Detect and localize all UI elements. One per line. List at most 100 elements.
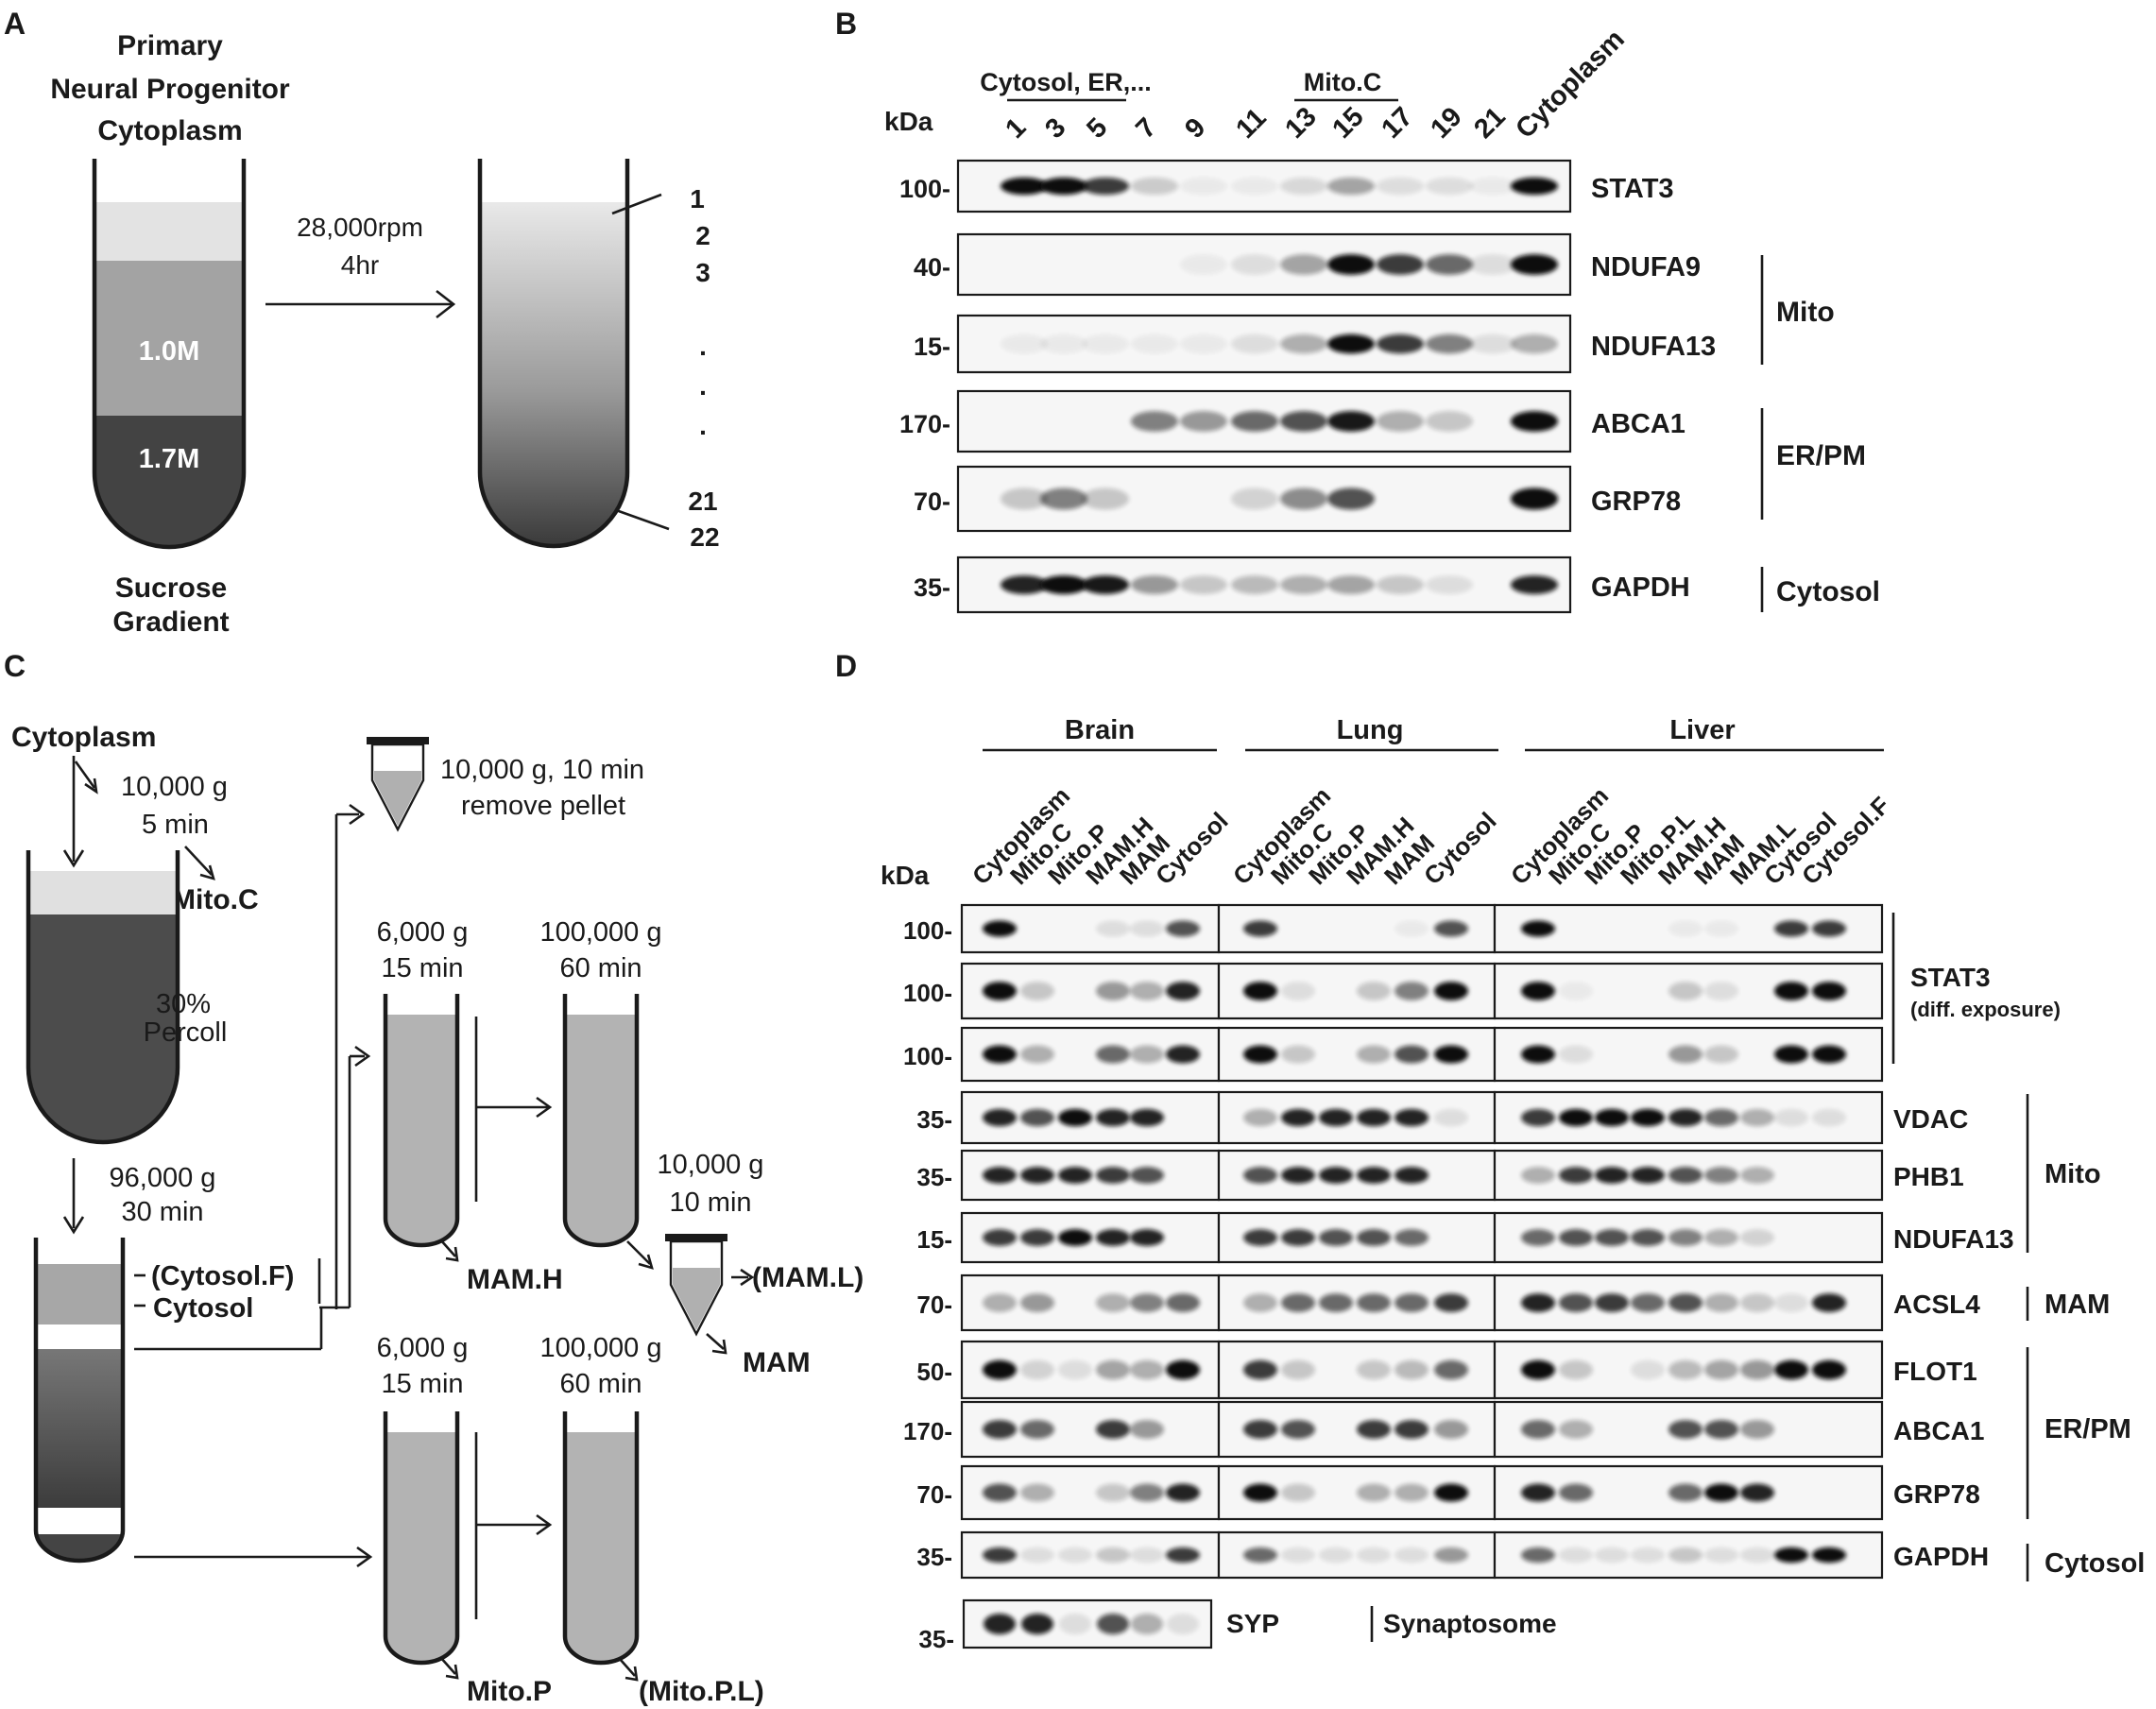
band: [1058, 1359, 1092, 1380]
band: [1704, 1167, 1738, 1184]
band: [1020, 1547, 1054, 1564]
band: [1082, 487, 1129, 510]
b-blot-mw: 35-: [914, 573, 950, 602]
band: [1595, 1293, 1629, 1312]
d-blot-mw: 100-: [903, 1042, 952, 1070]
a-title-2: Neural Progenitor: [50, 74, 290, 105]
band: [1327, 411, 1375, 432]
band: [1130, 982, 1164, 1000]
band: [1559, 982, 1593, 1000]
c-cytosol: Cytosol: [153, 1293, 253, 1324]
band: [983, 920, 1017, 937]
band: [1668, 1483, 1703, 1502]
band: [1434, 1359, 1468, 1380]
band: [1243, 1229, 1277, 1246]
band: [1521, 1293, 1555, 1312]
b-lane-label: 13: [1279, 102, 1322, 145]
band: [1668, 1108, 1703, 1127]
band: [1357, 1108, 1391, 1127]
band: [983, 1483, 1017, 1502]
c-spin-2b: 30 min: [121, 1197, 203, 1227]
layer-2-label: 1.7M: [139, 444, 199, 474]
band: [1812, 1108, 1846, 1127]
band: [1357, 1547, 1391, 1564]
band: [1774, 1293, 1808, 1312]
band: [1319, 1108, 1353, 1127]
band: [1130, 1229, 1164, 1246]
panel-label-a: A: [4, 7, 26, 41]
d-blot-mw: 100-: [903, 916, 952, 945]
band: [1434, 1045, 1468, 1064]
band: [1595, 1167, 1629, 1184]
d-blot-mw: 50-: [916, 1358, 952, 1386]
band: [1131, 333, 1178, 354]
d-blot-name: NDUFA13: [1893, 1224, 2014, 1254]
d-lane-labels: CytoplasmMito.CMito.PMAM.HMAMCytosolCyto…: [967, 781, 1895, 890]
c-mam-h: MAM.H: [467, 1264, 563, 1295]
band: [1082, 177, 1129, 196]
c-spin-6k-a-1: 6,000 g: [377, 917, 469, 948]
band: [1740, 1229, 1774, 1246]
band: [1327, 487, 1375, 510]
d-group-mito: Mito: [2045, 1159, 2101, 1189]
band: [1668, 982, 1703, 1000]
band: [1020, 1483, 1054, 1502]
band: [1231, 411, 1278, 432]
band: [1426, 177, 1473, 196]
band: [1167, 1614, 1199, 1634]
band: [1511, 333, 1558, 354]
b-lane-label: 7: [1130, 112, 1162, 145]
band: [1180, 254, 1227, 275]
band: [1180, 333, 1227, 354]
c-spin-1a: 10,000 g: [121, 772, 228, 802]
band: [1231, 177, 1278, 196]
band: [1469, 177, 1516, 196]
band: [1001, 575, 1048, 594]
b-group-2: Mito.C: [1304, 68, 1381, 96]
d-tissue-brain: Brain: [1065, 715, 1135, 745]
band: [1243, 920, 1277, 937]
a-spin-1: 28,000rpm: [297, 213, 423, 242]
band: [1020, 1045, 1054, 1064]
band: [1166, 1359, 1200, 1380]
c-mito-pl: (Mito.P.L): [639, 1676, 764, 1707]
band: [1668, 1045, 1703, 1064]
band: [1243, 982, 1277, 1000]
b-lane-label: 17: [1376, 102, 1418, 145]
d-blot-mw: 35-: [916, 1105, 952, 1134]
band: [1668, 1229, 1703, 1246]
band: [1559, 1108, 1593, 1127]
band: [1812, 1045, 1846, 1064]
d-blot-name: ACSL4: [1893, 1290, 1980, 1319]
d-blot-mw: 15-: [916, 1225, 952, 1254]
band: [1243, 1045, 1277, 1064]
band: [1058, 1547, 1092, 1564]
band: [1131, 177, 1178, 196]
panel-label-c: C: [4, 649, 26, 683]
fraction-2: 2: [695, 221, 710, 250]
band: [1231, 575, 1278, 594]
d-blot-mw: 70-: [916, 1480, 952, 1509]
d-syp-mw: 35-: [918, 1625, 954, 1653]
band: [1559, 1359, 1593, 1380]
d-blot-name: ABCA1: [1893, 1416, 1984, 1445]
band: [983, 1359, 1017, 1380]
c-spin-6k-a-2: 15 min: [381, 953, 463, 983]
c-spin-100k-b-2: 60 min: [559, 1369, 642, 1399]
a-bottom-2: Gradient: [112, 607, 229, 638]
band: [1812, 982, 1846, 1000]
band: [1395, 982, 1429, 1000]
band: [1377, 333, 1424, 354]
band: [1521, 1483, 1555, 1502]
band: [1243, 1167, 1277, 1184]
band: [1521, 1547, 1555, 1564]
band: [1096, 1167, 1130, 1184]
band: [1521, 982, 1555, 1000]
band: [1130, 920, 1164, 937]
b-blot-mw: 170-: [899, 410, 950, 438]
c-spin-2a: 96,000 g: [110, 1163, 216, 1193]
band: [1595, 1547, 1629, 1564]
band: [1631, 1229, 1665, 1246]
band: [1180, 411, 1227, 432]
